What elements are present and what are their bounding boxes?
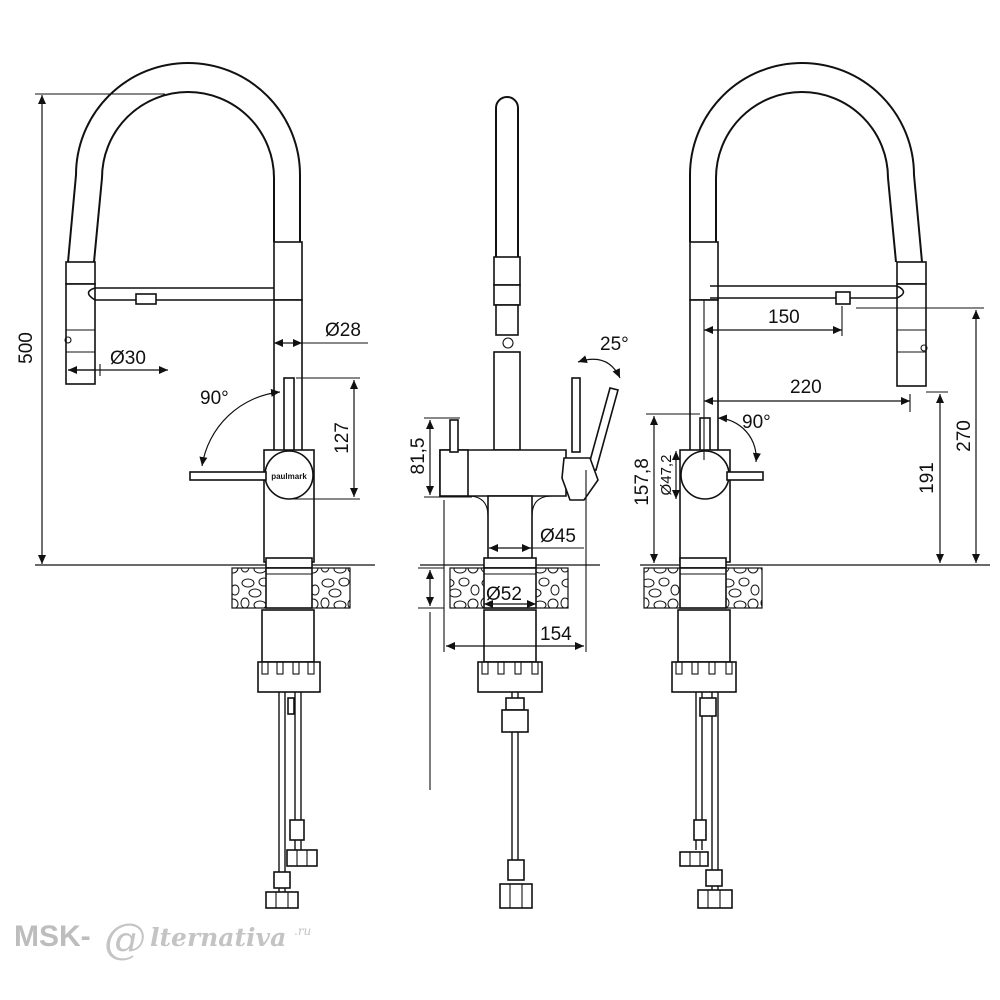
dim-body-diameter: Ø47,2: [658, 455, 675, 496]
dim-filter-lever-angle: 25°: [600, 334, 629, 355]
dim-handle-angle-right: 90°: [742, 412, 771, 433]
dim-reach-220: 220: [790, 377, 822, 398]
dim-mount-hole-diameter: Ø52: [486, 584, 522, 605]
front-view-dimensions: 500 Ø30 Ø28 127 90°: [16, 93, 368, 564]
dim-base-depth: 154: [540, 624, 572, 645]
dim-body-height: 157,8: [632, 458, 653, 506]
watermark-suffix: lternativa: [150, 923, 286, 952]
dim-outlet-height: 191: [917, 462, 938, 494]
dim-reach-150: 150: [768, 307, 800, 328]
faucet-front-view: paulmark: [64, 62, 351, 909]
side-view-dimensions: 81,5 25° Ø45 Ø52 154: [408, 334, 629, 790]
dim-handle-angle-left: 90°: [200, 388, 229, 409]
dim-hose-diameter: Ø30: [110, 348, 146, 369]
watermark-at: @: [104, 914, 146, 963]
dim-base-diameter: Ø45: [540, 526, 576, 547]
brand-label: paulmark: [271, 472, 307, 481]
dim-filter-lever-height: 81,5: [408, 438, 429, 475]
dim-spray-height: 270: [954, 420, 975, 452]
dim-handle-height: 127: [332, 422, 353, 454]
faucet-side-view: [439, 96, 619, 909]
back-view-dimensions: 150 220 90° 157,8 Ø47,2 191 270: [632, 300, 984, 563]
watermark: MSK- @ lternativa .ru: [14, 914, 311, 963]
dim-spout-diameter: Ø28: [325, 320, 361, 341]
watermark-prefix: MSK-: [14, 920, 91, 953]
faucet-back-view: [643, 62, 928, 909]
dim-height-500: 500: [16, 332, 37, 364]
watermark-tld: .ru: [294, 924, 311, 938]
